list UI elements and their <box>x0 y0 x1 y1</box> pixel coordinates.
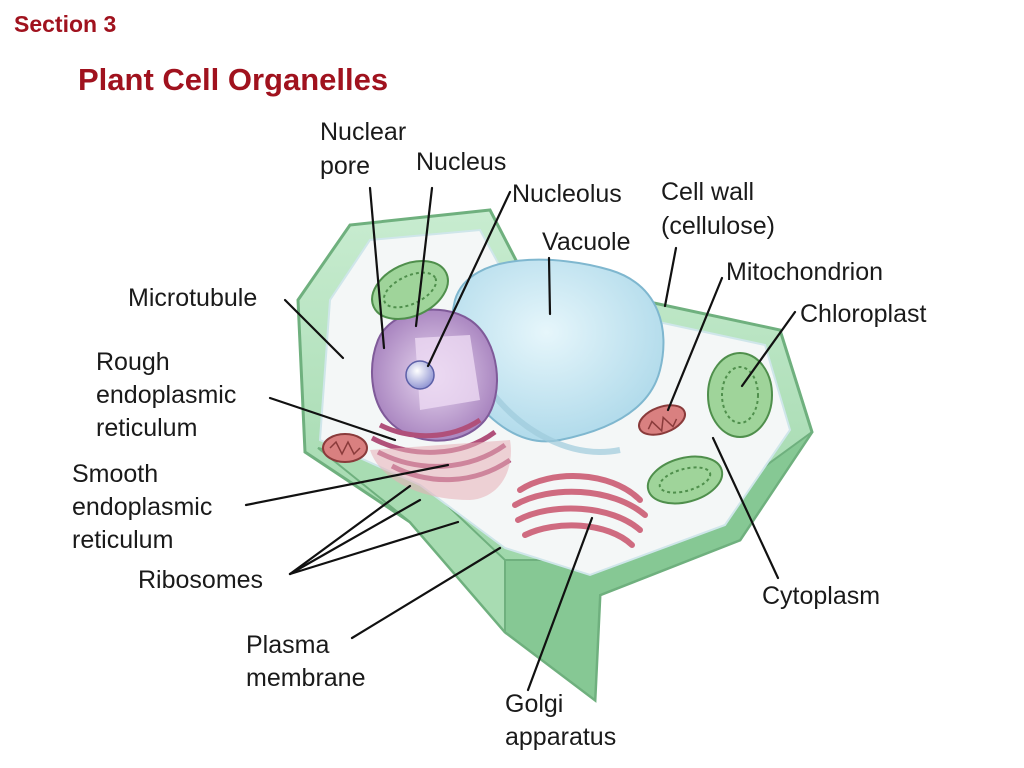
leader-lines <box>244 186 797 692</box>
chloroplast-3 <box>646 455 724 505</box>
nucleus <box>371 308 498 442</box>
mitochondrion-1 <box>322 433 368 463</box>
label-nuclear-pore: Nuclear pore <box>320 118 413 180</box>
label-microtubule: Microtubule <box>128 284 257 312</box>
section-label: Section 3 <box>14 11 117 37</box>
label-golgi-apparatus: Golgi apparatus <box>505 690 616 751</box>
label-smooth-er: Smooth endoplasmic reticulum <box>72 460 219 554</box>
page-title: Plant Cell Organelles <box>78 62 389 97</box>
label-chloroplast: Chloroplast <box>800 300 927 328</box>
chloroplast-1 <box>371 259 449 321</box>
mitochondrion-2 <box>638 404 686 436</box>
chloroplast-2 <box>707 352 773 438</box>
label-ribosomes: Ribosomes <box>138 566 263 594</box>
label-nucleus: Nucleus <box>416 148 506 176</box>
nucleolus <box>405 360 435 390</box>
label-plasma-membrane: Plasma membrane <box>246 631 366 692</box>
label-vacuole: Vacuole <box>542 228 631 256</box>
label-nucleolus: Nucleolus <box>512 180 622 208</box>
label-mitochondrion: Mitochondrion <box>726 258 883 286</box>
golgi-apparatus <box>512 473 648 548</box>
label-rough-er: Rough endoplasmic reticulum <box>96 348 243 442</box>
label-cytoplasm: Cytoplasm <box>762 582 880 610</box>
label-cell-wall: Cell wall (cellulose) <box>661 178 775 240</box>
